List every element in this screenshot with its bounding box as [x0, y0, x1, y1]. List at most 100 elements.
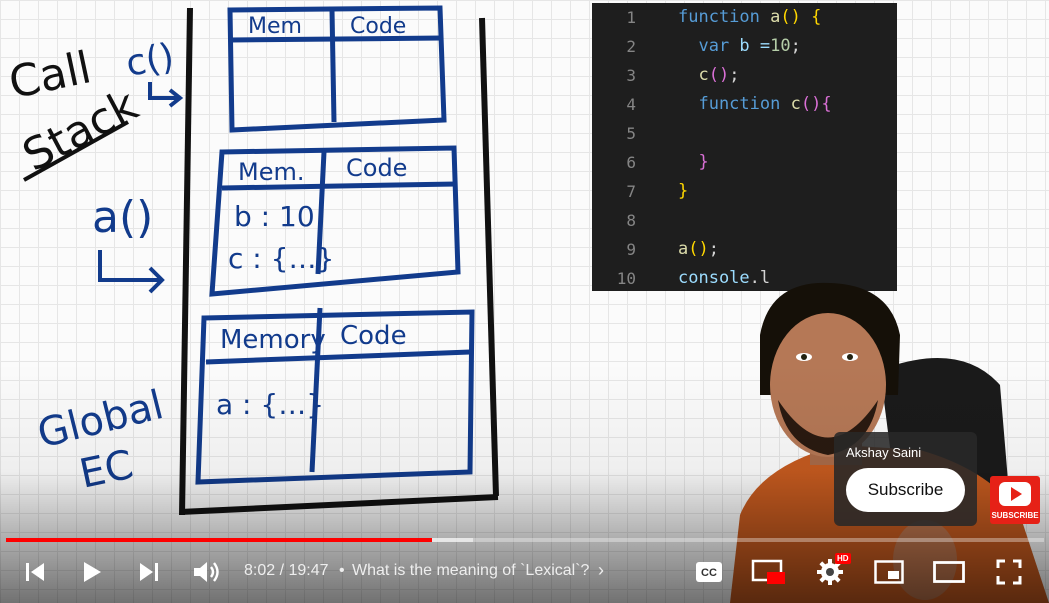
line-number: 8 — [626, 211, 636, 230]
code-token: () — [780, 7, 801, 27]
code-line: 8 — [592, 206, 897, 235]
line-number: 7 — [626, 182, 636, 201]
frame-global-entry-a: a : {…} — [216, 388, 324, 421]
line-number: 6 — [626, 153, 636, 172]
captions-icon: CC — [696, 562, 722, 582]
fullscreen-button[interactable] — [990, 553, 1028, 591]
autoplay-toggle[interactable] — [749, 553, 789, 591]
global-ec-label-line2: EC — [76, 442, 138, 498]
hd-badge: HD — [835, 553, 851, 564]
channel-name[interactable]: Akshay Saini — [846, 445, 922, 460]
code-token: .l — [749, 268, 771, 288]
subscribe-watermark[interactable]: SUBSCRIBE — [990, 476, 1040, 524]
line-number: 10 — [616, 269, 636, 288]
code-text: var b =10; — [678, 32, 801, 61]
autoplay-toggle-icon — [751, 559, 785, 584]
code-line: 3 c(); — [592, 61, 897, 90]
code-line: 2 var b =10; — [592, 32, 897, 61]
watermark-text: SUBSCRIBE — [991, 511, 1039, 520]
frame-c-code-header: Code — [350, 14, 406, 39]
frame-a-entry-c: c : {…} — [228, 242, 334, 275]
theater-icon — [933, 561, 965, 583]
code-line: 1 function a() { — [592, 3, 897, 32]
miniplayer-button[interactable] — [870, 553, 908, 591]
code-text: a(); — [678, 235, 719, 264]
code-token: 10 — [770, 36, 791, 56]
fullscreen-icon — [996, 559, 1022, 585]
code-token: } — [678, 152, 709, 172]
code-text: } — [678, 177, 688, 206]
captions-button[interactable]: CC — [690, 553, 728, 591]
svg-text:CC: CC — [701, 567, 717, 579]
frame-a-label: a() — [92, 192, 153, 243]
line-number: 3 — [626, 66, 636, 85]
code-text: function a() { — [678, 3, 821, 32]
code-token: c — [780, 94, 801, 114]
stack-frame-c: Mem Code — [227, 5, 447, 133]
time-display: 8:02 / 19:47 — [244, 562, 329, 579]
frame-global-code-header: Code — [340, 321, 407, 351]
line-number: 2 — [626, 37, 636, 56]
code-token: } — [678, 181, 689, 201]
subscribe-button[interactable]: Subscribe — [846, 468, 965, 512]
progress-played — [6, 538, 432, 542]
code-token: { — [800, 7, 822, 27]
code-text: } — [678, 148, 709, 177]
volume-icon — [194, 562, 219, 582]
frame-a-entry-b: b : 10 — [234, 200, 315, 233]
line-number: 5 — [626, 124, 636, 143]
code-line: 7} — [592, 177, 897, 206]
line-number: 1 — [626, 8, 636, 27]
code-token: ; — [729, 65, 740, 85]
code-text: function c(){ — [678, 90, 832, 119]
theater-mode-button[interactable] — [930, 553, 968, 591]
chapter-title[interactable]: What is the meaning of `Lexical`? — [352, 562, 590, 579]
code-token: var — [678, 36, 730, 56]
code-token: { — [821, 94, 832, 114]
youtube-logo-icon — [999, 482, 1031, 506]
code-token: console — [678, 268, 750, 288]
code-token: c — [678, 65, 709, 85]
subscribe-card: Akshay Saini Subscribe — [834, 432, 977, 526]
settings-button[interactable]: HD — [810, 553, 851, 591]
code-line: 5 — [592, 119, 897, 148]
miniplayer-icon — [874, 560, 904, 584]
frame-global-mem-header: Memory — [220, 325, 326, 355]
volume-button[interactable] — [188, 553, 224, 591]
next-button[interactable] — [132, 553, 166, 591]
code-text: c(); — [678, 61, 739, 90]
play-button[interactable] — [74, 553, 110, 591]
previous-button[interactable] — [18, 553, 52, 591]
previous-icon — [26, 563, 44, 581]
code-token: a — [678, 239, 689, 259]
code-token: () — [708, 65, 730, 85]
code-line: 9 a(); — [592, 235, 897, 264]
code-text: console.l — [678, 264, 770, 291]
code-line: 6 } — [592, 148, 897, 177]
code-token: ; — [708, 239, 719, 259]
settings-icon — [817, 559, 843, 585]
code-token: function — [678, 94, 781, 114]
code-token: () — [688, 239, 709, 259]
play-icon — [84, 562, 101, 582]
frame-a-code-header: Code — [346, 154, 407, 182]
code-token: ; — [790, 36, 801, 56]
chapter-chevron-icon[interactable]: › — [598, 560, 604, 580]
code-token: function — [678, 7, 760, 27]
frame-c-mem-header: Mem — [248, 14, 302, 39]
line-number: 9 — [626, 240, 636, 259]
code-token: b = — [729, 36, 771, 56]
code-token: () — [800, 94, 822, 114]
stack-frame-global: Memory Code a : {…} — [195, 307, 475, 485]
code-token: a — [759, 7, 781, 27]
frame-a-mem-header: Mem. — [238, 158, 304, 186]
code-line: 4 function c(){ — [592, 90, 897, 119]
stack-frame-a: Mem. Code b : 10 c : {…} — [209, 145, 461, 297]
progress-bar[interactable] — [6, 538, 1044, 542]
frame-c-label: c() — [123, 36, 177, 85]
call-stack-title-line1: Call — [5, 42, 96, 109]
next-icon — [140, 563, 158, 581]
line-number: 4 — [626, 95, 636, 114]
